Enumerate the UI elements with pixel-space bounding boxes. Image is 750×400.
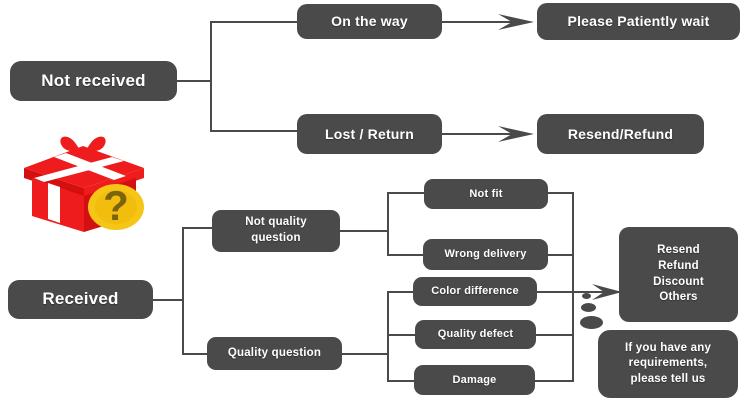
node-please-patiently-wait[interactable]: Please Patiently wait xyxy=(537,3,740,40)
connector-collector-to-options xyxy=(572,291,622,293)
node-resend-refund-label: Resend/Refund xyxy=(567,125,674,142)
svg-text:?: ? xyxy=(103,182,129,229)
connector-reasons-collector xyxy=(572,192,574,382)
ellipsis-dot-medium xyxy=(581,303,596,312)
node-requirements-note[interactable]: If you have any requirements, please tel… xyxy=(598,330,738,398)
node-wrong-delivery-label: Wrong delivery xyxy=(444,248,527,261)
node-options-refund: Refund xyxy=(658,259,699,272)
node-received[interactable]: Received xyxy=(8,280,153,319)
ellipsis-dot-small xyxy=(582,293,591,299)
connector-to-wrong-delivery xyxy=(387,254,424,256)
connector-quality-defect-out xyxy=(536,334,574,336)
node-options-label: Resend Refund Discount Others xyxy=(653,243,704,305)
connector-not-quality-stem xyxy=(340,230,388,232)
connector-color-difference-out xyxy=(537,291,574,293)
node-not-fit-label: Not fit xyxy=(469,187,503,200)
node-color-difference-label: Color difference xyxy=(431,285,519,298)
connector-received-split xyxy=(182,228,184,354)
node-options-resend: Resend xyxy=(657,244,700,257)
node-quality-question-label: Quality question xyxy=(227,346,322,359)
connector-quality-stem xyxy=(342,353,388,355)
node-not-received[interactable]: Not received xyxy=(10,61,177,101)
node-not-received-label: Not received xyxy=(41,70,146,90)
arrowhead-to-options xyxy=(592,280,626,304)
node-resend-refund[interactable]: Resend/Refund xyxy=(537,114,704,154)
connector-to-not-fit xyxy=(387,192,425,194)
node-damage[interactable]: Damage xyxy=(414,365,535,395)
node-please-patiently-wait-label: Please Patiently wait xyxy=(567,13,710,30)
node-lost-return[interactable]: Lost / Return xyxy=(297,114,442,154)
node-options-others: Others xyxy=(659,291,698,304)
node-damage-label: Damage xyxy=(452,373,497,386)
connector-not-received-split xyxy=(210,22,212,132)
node-not-quality-question-label: Not quality question xyxy=(245,215,307,246)
connector-to-not-quality-question xyxy=(182,227,214,229)
node-received-label: Received xyxy=(42,289,119,309)
node-color-difference[interactable]: Color difference xyxy=(413,277,537,306)
node-wrong-delivery[interactable]: Wrong delivery xyxy=(423,239,548,270)
node-requirements-note-line1: If you have any xyxy=(624,341,712,354)
node-quality-question[interactable]: Quality question xyxy=(207,337,342,370)
node-options-discount: Discount xyxy=(653,275,704,288)
connector-to-lost-return xyxy=(210,130,298,132)
connector-damage-out xyxy=(535,380,574,382)
connector-to-color-difference xyxy=(387,291,415,293)
connector-on-the-way-to-wait xyxy=(442,21,520,23)
gift-box-question-icon: ? xyxy=(18,132,152,232)
connector-to-quality-defect xyxy=(387,334,416,336)
connector-received-stem xyxy=(153,299,184,301)
node-options[interactable]: Resend Refund Discount Others xyxy=(619,227,738,322)
node-not-quality-question-line1: Not quality xyxy=(245,216,307,229)
node-requirements-note-label: If you have any requirements, please tel… xyxy=(625,341,711,388)
node-lost-return-label: Lost / Return xyxy=(325,125,414,142)
node-quality-defect-label: Quality defect xyxy=(437,328,514,341)
connector-to-quality-question xyxy=(182,353,210,355)
node-on-the-way[interactable]: On the way xyxy=(297,4,442,39)
connector-lost-return-to-resend-refund xyxy=(442,133,520,135)
node-requirements-note-line3: please tell us xyxy=(630,372,706,385)
node-not-fit[interactable]: Not fit xyxy=(424,179,548,209)
node-not-quality-question-line2: question xyxy=(251,232,301,244)
arrowhead-to-resend-refund xyxy=(498,122,538,146)
connector-to-on-the-way xyxy=(210,21,298,23)
ellipsis-dot-large xyxy=(580,316,603,329)
node-not-quality-question[interactable]: Not quality question xyxy=(212,210,340,252)
connector-quality-bracket xyxy=(387,291,389,381)
connector-not-received-stem xyxy=(177,80,212,82)
connector-not-fit-out xyxy=(548,192,574,194)
connector-to-damage xyxy=(387,380,415,382)
node-requirements-note-line2: requirements, xyxy=(628,357,708,370)
arrowhead-to-please-patiently-wait xyxy=(498,10,538,34)
node-quality-defect[interactable]: Quality defect xyxy=(415,320,536,349)
connector-not-quality-bracket xyxy=(387,192,389,256)
node-on-the-way-label: On the way xyxy=(331,13,408,30)
connector-wrong-delivery-out xyxy=(548,254,574,256)
